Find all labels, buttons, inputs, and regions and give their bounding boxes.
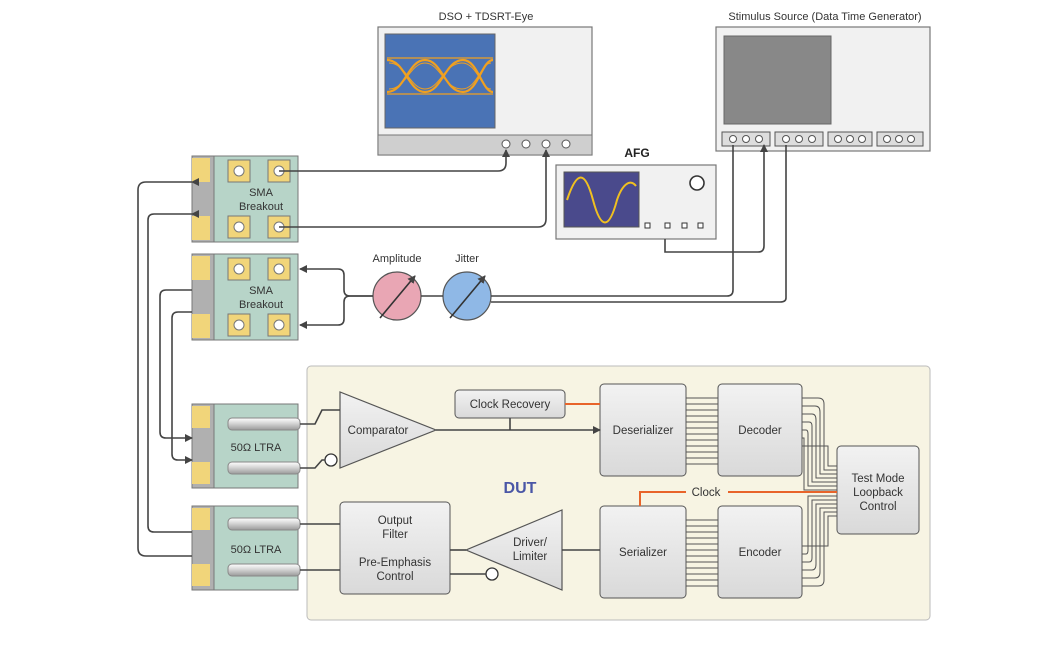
bus-deserializer-decoder [686, 397, 718, 465]
bus-serializer-encoder [686, 519, 718, 587]
decoder-label: Decoder [738, 425, 782, 437]
dso-input-connector [541, 139, 551, 149]
dso-title: DSO + TDSRT-Eye [439, 11, 534, 23]
cable-loop-outer-top [137, 178, 199, 557]
bus-encoder-testmode [802, 495, 837, 587]
driver-inverting-bubble [485, 567, 499, 581]
cable-loop-inner-top [147, 210, 199, 533]
deserializer-block: Deserializer [599, 383, 687, 477]
ltra-tx: 50Ω LTRA [191, 505, 301, 591]
sma-breakout-top-label-2: Breakout [239, 201, 283, 213]
output-filter-block: Output Filter Pre-Emphasis Control [339, 501, 451, 595]
stimulus-title: Stimulus Source (Data Time Generator) [728, 11, 921, 23]
cable-amplitude-to-breakout-bottom [299, 295, 373, 329]
external-cables [137, 144, 787, 557]
eye-diagram [386, 57, 494, 95]
serializer-label: Serializer [619, 547, 667, 559]
comparator-block: Comparator [324, 391, 438, 469]
sine-wave [566, 176, 637, 224]
sma-breakout-mid-label-2: Breakout [239, 299, 283, 311]
test-mode-loopback-block: Test Mode Loopback Control [836, 445, 920, 535]
clock-label: Clock [692, 487, 721, 499]
decoder-block: Decoder [717, 383, 803, 477]
pre-emphasis-label-2: Control [376, 571, 413, 583]
sma-breakout-top-label-1: SMA [249, 187, 274, 199]
clock-line [639, 491, 837, 506]
pre-emphasis-label-1: Pre-Emphasis [359, 557, 431, 569]
dut-label: DUT [504, 480, 537, 497]
encoder-block: Encoder [717, 505, 803, 599]
sma-breakout-mid: SMA Breakout [191, 253, 299, 341]
afg-title: AFG [624, 146, 649, 160]
clock-recovery-label: Clock Recovery [470, 399, 551, 411]
cable-breakout-to-dso-ch1 [279, 149, 510, 172]
stimulus-connector-bank [721, 131, 924, 147]
stimulus-source-instrument: Stimulus Source (Data Time Generator) [715, 11, 931, 152]
stimulus-screen [723, 35, 832, 125]
jitter-label: Jitter [455, 253, 479, 265]
test-mode-label-1: Test Mode [851, 473, 904, 485]
dso-instrument: DSO + TDSRT-Eye [377, 11, 593, 156]
driver-label-2: Limiter [513, 551, 548, 563]
jitter-impairment: Jitter [442, 253, 492, 321]
cable-mid-breakout-to-ltra-1 [159, 289, 193, 442]
deserializer-label: Deserializer [613, 425, 674, 437]
amplitude-label: Amplitude [373, 253, 422, 265]
comparator-label: Comparator [348, 425, 409, 437]
output-filter-label-2: Filter [382, 529, 408, 541]
sma-breakout-top: SMA Breakout [191, 155, 299, 243]
afg-instrument: AFG [555, 146, 717, 240]
cable-stimulus-to-amplitude [491, 145, 734, 297]
dso-input-connector [501, 139, 511, 149]
cable-breakout-to-dso-ch3 [279, 149, 550, 228]
cable-mid-breakout-to-ltra-2 [171, 311, 193, 464]
cable-stimulus-to-jitter [491, 145, 787, 303]
ltra-tx-label: 50Ω LTRA [231, 544, 282, 556]
sma-breakout-mid-label-1: SMA [249, 285, 274, 297]
afg-knob [689, 175, 705, 191]
driver-label-1: Driver/ [513, 537, 548, 549]
dso-input-connector [521, 139, 531, 149]
cable-afg-to-stimulus [664, 144, 768, 253]
clock-recovery-block: Clock Recovery [454, 389, 566, 419]
encoder-label: Encoder [739, 547, 782, 559]
dut-internal-wires [300, 409, 601, 575]
dso-input-connector [561, 139, 571, 149]
test-mode-label-3: Control [859, 501, 896, 513]
ltra-rx-label: 50Ω LTRA [231, 442, 282, 454]
amplitude-impairment: Amplitude [372, 253, 422, 321]
dso-screen [384, 33, 496, 129]
comparator-inverting-bubble [324, 453, 338, 467]
ltra-rx: 50Ω LTRA [191, 403, 301, 489]
cable-amplitude-to-breakout-top [299, 265, 373, 297]
bus-decoder-testmode [802, 397, 837, 491]
test-mode-label-2: Loopback [853, 487, 903, 499]
output-filter-label-1: Output [378, 515, 413, 527]
serializer-block: Serializer [599, 505, 687, 599]
